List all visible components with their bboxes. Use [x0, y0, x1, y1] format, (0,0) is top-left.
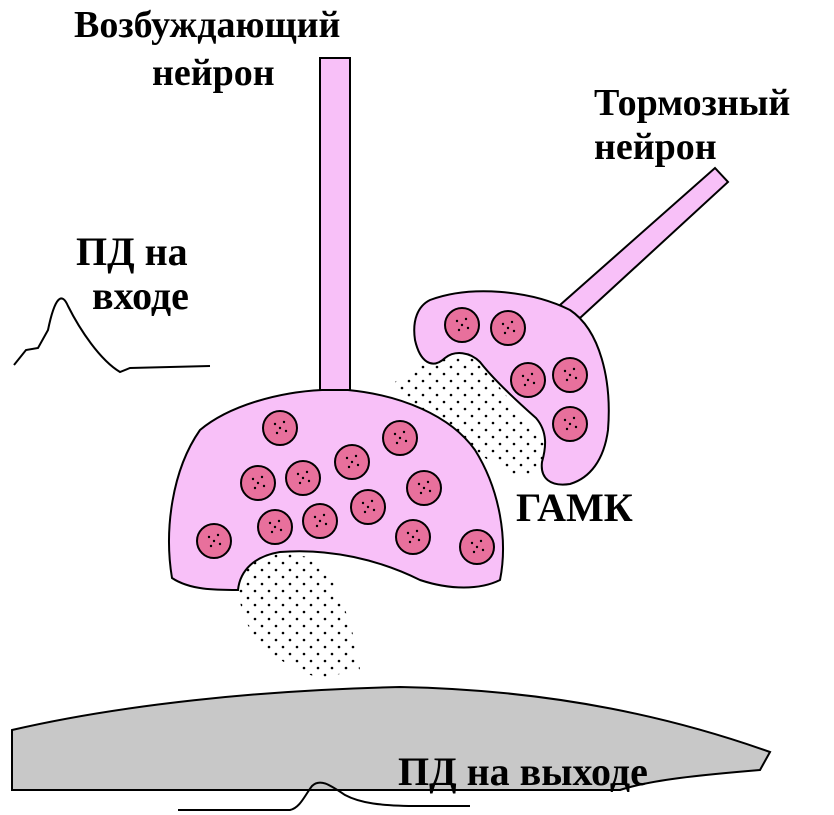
vesicle-dot	[573, 368, 575, 370]
vesicle-dot	[458, 329, 460, 331]
transmitter-release-area	[238, 553, 360, 678]
vesicle-dot	[573, 417, 575, 419]
vesicle-dot	[306, 471, 308, 473]
vesicle-dot	[575, 377, 577, 379]
postsynaptic-membrane	[12, 687, 770, 790]
vesicle-dot	[357, 464, 359, 466]
vesicle-dot	[473, 551, 475, 553]
vesicle-dot	[257, 482, 259, 484]
vesicle-dot	[217, 534, 219, 536]
input-ap-label-line2: входе	[92, 276, 189, 316]
vesicle-dot	[399, 437, 401, 439]
vesicle-dot	[575, 426, 577, 428]
vesicle-dot	[418, 539, 420, 541]
vesicle-dot	[367, 506, 369, 508]
vesicle-dot	[461, 324, 463, 326]
vesicle-dot	[405, 440, 407, 442]
vesicle-dot	[569, 423, 571, 425]
vesicle-dot	[456, 320, 458, 322]
vesicle-dot	[566, 379, 568, 381]
vesicle-dot	[362, 502, 364, 504]
vesicle-dot	[480, 540, 482, 542]
vesicle-dot	[524, 384, 526, 386]
vesicle-dot	[210, 545, 212, 547]
vesicle-dot	[416, 530, 418, 532]
vesicle-dot	[396, 442, 398, 444]
vesicle-dot	[269, 522, 271, 524]
vesicle-dot	[373, 509, 375, 511]
gaba-label: ГАМК	[516, 488, 633, 528]
vesicle-dot	[219, 543, 221, 545]
vesicle-dot	[271, 531, 273, 533]
inhibitory-neuron-label-line1: Тормозный	[594, 84, 790, 122]
vesicle-dot	[403, 431, 405, 433]
vesicle-dot	[504, 332, 506, 334]
vesicle-dot	[420, 492, 422, 494]
vesicle-dot	[319, 520, 321, 522]
vesicle-dot	[285, 430, 287, 432]
vesicle-dot	[274, 423, 276, 425]
inhibitory-neuron-label-line2: нейрон	[594, 128, 717, 166]
excitatory-neuron-label-line1: Возбуждающий	[74, 6, 340, 44]
vesicle-dot	[564, 419, 566, 421]
vesicle-dot	[325, 523, 327, 525]
input-ap-label-line1: ПД на	[76, 232, 188, 272]
vesicle-dot	[427, 481, 429, 483]
vesicle-dot	[279, 427, 281, 429]
vesicle-dot	[533, 382, 535, 384]
vesicle-dot	[564, 370, 566, 372]
vesicle-dot	[371, 500, 373, 502]
vesicle-dot	[569, 374, 571, 376]
vesicle-dot	[252, 478, 254, 480]
vesicle-dot	[280, 529, 282, 531]
vesicle-dot	[297, 473, 299, 475]
vesicle-dot	[407, 532, 409, 534]
vesicle-dot	[299, 482, 301, 484]
vesicle-dot	[314, 516, 316, 518]
vesicle-dot	[409, 541, 411, 543]
inhibitory-axon	[560, 168, 728, 318]
vesicle-dot	[323, 514, 325, 516]
vesicle-dot	[278, 520, 280, 522]
vesicle-dot	[465, 318, 467, 320]
vesicle-dot	[364, 511, 366, 513]
vesicle-dot	[351, 461, 353, 463]
vesicle-dot	[467, 327, 469, 329]
output-ap-label: ПД на выходе	[398, 752, 648, 792]
excitatory-neuron-label-line2: нейрон	[152, 54, 275, 92]
vesicle-dot	[213, 540, 215, 542]
vesicle-dot	[302, 477, 304, 479]
vesicle-dot	[355, 455, 357, 457]
vesicle-dot	[502, 323, 504, 325]
vesicle-dot	[276, 432, 278, 434]
vesicle-dot	[254, 487, 256, 489]
vesicle-dot	[522, 375, 524, 377]
vesicle-dot	[423, 487, 425, 489]
vesicle-dot	[482, 549, 484, 551]
excitatory-axon	[320, 58, 350, 403]
vesicle-dot	[511, 321, 513, 323]
vesicle-dot	[418, 483, 420, 485]
vesicle-dot	[316, 525, 318, 527]
vesicle-dot	[394, 433, 396, 435]
vesicle-dot	[346, 457, 348, 459]
vesicle-dot	[531, 373, 533, 375]
vesicle-dot	[208, 536, 210, 538]
vesicle-dot	[513, 330, 515, 332]
vesicle-dot	[527, 379, 529, 381]
vesicle-dot	[507, 327, 509, 329]
vesicle-dot	[263, 485, 265, 487]
vesicle-dot	[308, 480, 310, 482]
vesicle-dot	[283, 421, 285, 423]
vesicle-dot	[274, 526, 276, 528]
vesicle-dot	[566, 428, 568, 430]
vesicle-dot	[429, 490, 431, 492]
vesicle-dot	[261, 476, 263, 478]
vesicle-dot	[471, 542, 473, 544]
vesicle-dot	[348, 466, 350, 468]
vesicle-dot	[476, 546, 478, 548]
vesicle-dot	[412, 536, 414, 538]
